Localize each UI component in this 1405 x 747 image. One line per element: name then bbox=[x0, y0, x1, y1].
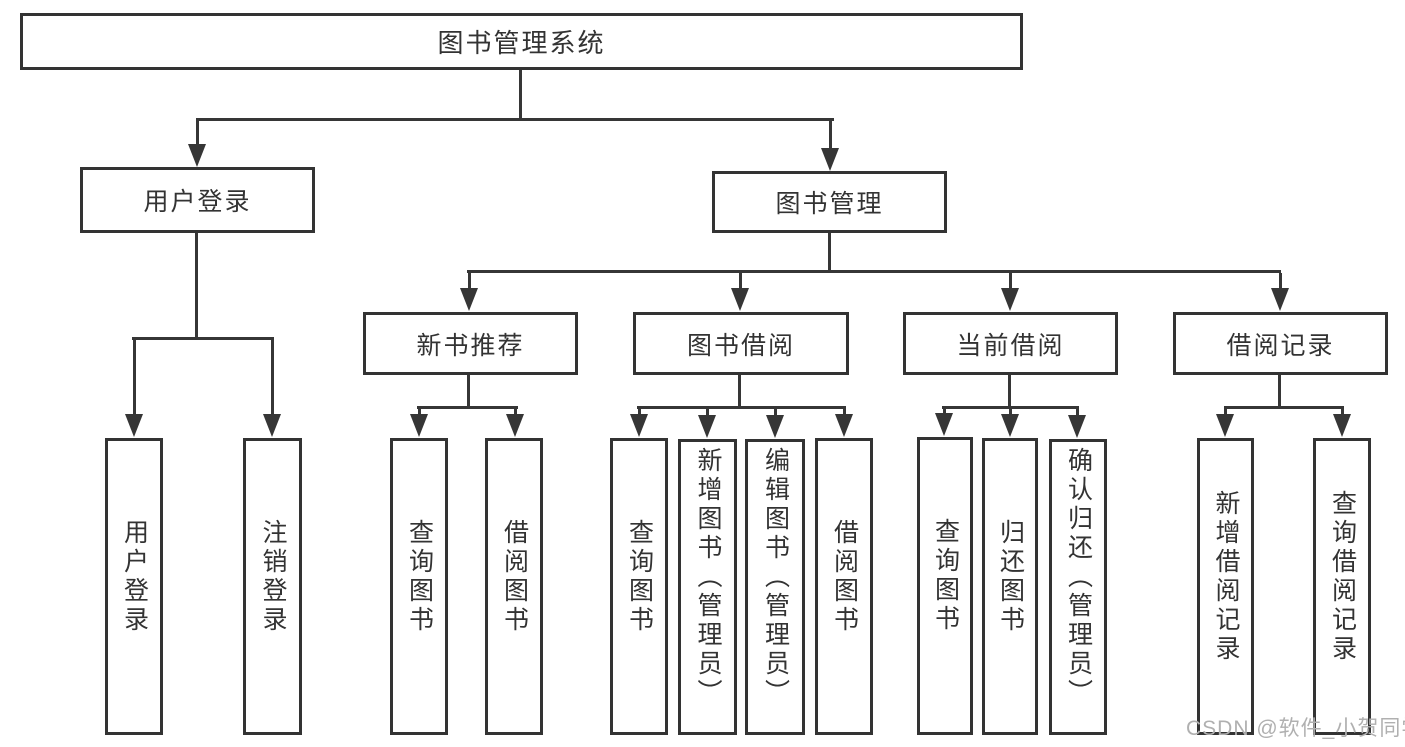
arrow-down-icon bbox=[188, 144, 206, 167]
connector-arrow-stem bbox=[513, 409, 517, 414]
arrow-down-icon bbox=[410, 414, 428, 437]
connector-arrow-stem bbox=[705, 409, 709, 415]
connector-arrow-stem bbox=[132, 340, 136, 414]
connector-line bbox=[942, 406, 1079, 409]
leaf-query-books-borrowing: 查询图书 bbox=[610, 438, 668, 735]
leaf-query-borrow-record: 查询借阅记录 bbox=[1313, 438, 1371, 735]
connector-line bbox=[1224, 406, 1344, 409]
arrow-down-icon bbox=[1068, 415, 1086, 438]
connector-arrow-stem bbox=[942, 409, 946, 413]
arrow-down-icon bbox=[731, 288, 749, 311]
connector-line bbox=[637, 406, 846, 409]
connector-arrow-stem bbox=[1278, 273, 1282, 288]
leaf-user-login: 用户登录 bbox=[105, 438, 163, 735]
connector-line bbox=[1008, 375, 1011, 409]
arrow-down-icon bbox=[460, 288, 478, 311]
arrow-down-icon bbox=[125, 414, 143, 437]
leaf-query-books-recommend: 查询图书 bbox=[390, 438, 448, 735]
connector-line bbox=[467, 270, 1281, 273]
arrow-down-icon bbox=[766, 415, 784, 438]
connector-line bbox=[1278, 375, 1281, 409]
node-new-book-recommend: 新书推荐 bbox=[363, 312, 578, 375]
leaf-query-books-current: 查询图书 bbox=[917, 437, 973, 735]
arrow-down-icon bbox=[1001, 288, 1019, 311]
leaf-logout: 注销登录 bbox=[243, 438, 302, 735]
connector-line bbox=[196, 118, 834, 121]
connector-arrow-stem bbox=[1223, 409, 1227, 414]
connector-arrow-stem bbox=[467, 273, 471, 288]
arrow-down-icon bbox=[835, 414, 853, 437]
connector-arrow-stem bbox=[195, 121, 199, 144]
connector-arrow-stem bbox=[1075, 409, 1079, 415]
node-root-library-system: 图书管理系统 bbox=[20, 13, 1023, 70]
leaf-borrow-books-recommend: 借阅图书 bbox=[485, 438, 543, 735]
arrow-down-icon bbox=[630, 414, 648, 437]
arrow-down-icon bbox=[698, 415, 716, 438]
connector-line bbox=[132, 337, 274, 340]
connector-arrow-stem bbox=[637, 409, 641, 414]
node-user-login: 用户登录 bbox=[80, 167, 315, 233]
connector-arrow-stem bbox=[417, 409, 421, 414]
arrow-down-icon bbox=[506, 414, 524, 437]
leaf-edit-books-admin: 编辑图书（管理员） bbox=[745, 439, 805, 735]
arrow-down-icon bbox=[1001, 414, 1019, 437]
connector-line bbox=[195, 233, 198, 340]
arrow-down-icon bbox=[935, 413, 953, 436]
connector-line bbox=[828, 233, 831, 273]
connector-arrow-stem bbox=[842, 409, 846, 414]
connector-line bbox=[467, 375, 470, 409]
connector-arrow-stem bbox=[270, 340, 274, 414]
connector-arrow-stem bbox=[773, 409, 777, 415]
csdn-watermark: CSDN @软件_小贺同学 bbox=[1186, 717, 1405, 740]
connector-arrow-stem bbox=[828, 121, 832, 148]
arrow-down-icon bbox=[1271, 288, 1289, 311]
connector-line bbox=[738, 375, 741, 409]
arrow-down-icon bbox=[821, 148, 839, 171]
arrow-down-icon bbox=[1333, 414, 1351, 437]
node-book-management: 图书管理 bbox=[712, 171, 947, 233]
leaf-confirm-return-admin: 确认归还（管理员） bbox=[1049, 439, 1107, 735]
arrow-down-icon bbox=[263, 414, 281, 437]
node-borrowing-records: 借阅记录 bbox=[1173, 312, 1388, 375]
leaf-borrow-books-borrowing: 借阅图书 bbox=[815, 438, 873, 735]
connector-line bbox=[417, 406, 518, 409]
connector-arrow-stem bbox=[1340, 409, 1344, 414]
node-current-borrowing: 当前借阅 bbox=[903, 312, 1118, 375]
node-book-borrowing: 图书借阅 bbox=[633, 312, 849, 375]
connector-arrow-stem bbox=[1008, 273, 1012, 288]
arrow-down-icon bbox=[1216, 414, 1234, 437]
connector-arrow-stem bbox=[738, 273, 742, 288]
connector-arrow-stem bbox=[1008, 409, 1012, 414]
leaf-return-books: 归还图书 bbox=[982, 438, 1038, 735]
connector-line bbox=[519, 70, 522, 118]
leaf-add-books-admin: 新增图书（管理员） bbox=[678, 439, 737, 735]
leaf-add-borrow-record: 新增借阅记录 bbox=[1197, 438, 1254, 735]
